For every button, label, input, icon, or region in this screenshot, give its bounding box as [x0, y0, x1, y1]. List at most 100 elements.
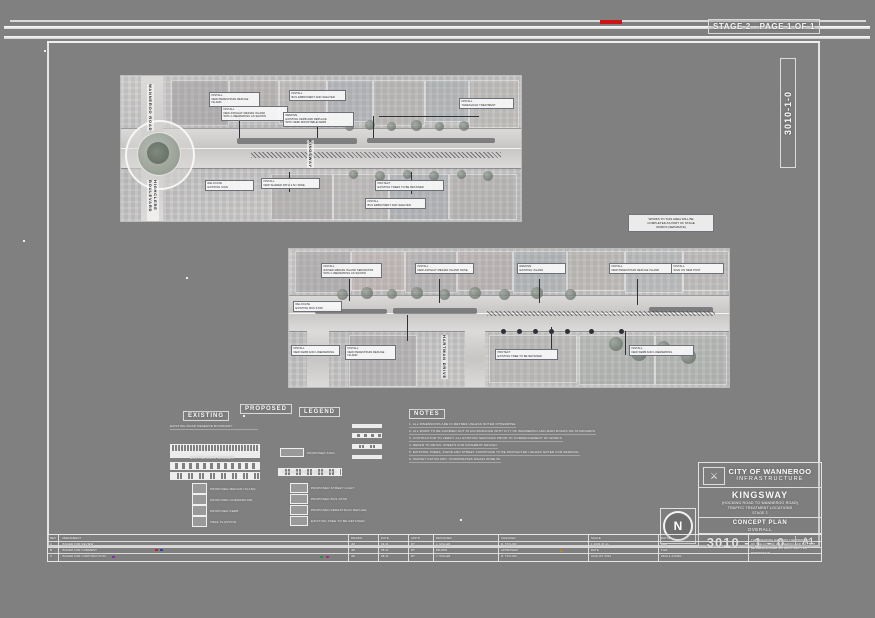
map-callout[interactable]: INSTALL NEW PEDESTRIAN REFUGE ISLAND [209, 92, 260, 107]
map-callout[interactable]: PROTECT EXISTING TREES TO BE RETAINED [375, 180, 444, 191]
legend-item[interactable]: PROPOSED PEDESTRIAN REFUGE [290, 505, 367, 515]
legend-item[interactable]: TREE PLANTING [192, 516, 236, 527]
map-callout[interactable]: INSTALL NEW KERB AND LINEMARKING [291, 345, 340, 356]
map-callout[interactable]: INSTALL NEW ASPHALT MEDIAN ISLAND NOSE [415, 263, 474, 274]
legend-symbol-box-outline [192, 516, 207, 527]
north-arrow-icon: N [660, 508, 696, 544]
legend-item-label: EXISTING TREE TO BE RETAINED [311, 519, 365, 523]
drawing-number: 3010 - 1 - 0 [706, 535, 786, 550]
side-road [465, 331, 485, 387]
tree [565, 289, 576, 300]
legend-item[interactable] [352, 424, 382, 428]
tree [365, 120, 375, 130]
median-island [315, 309, 387, 314]
strip-divider [48, 541, 821, 542]
legend-item[interactable]: PROPOSED LINEMARKING [192, 494, 253, 505]
tree [499, 289, 510, 300]
disclaimer-text: THIS DRAWING REMAINS THE PROPERTY OF THE… [751, 538, 816, 555]
map-callout[interactable]: INSTALL NEW PEDESTRIAN REFUGE ISLAND [345, 345, 396, 360]
lower-aerial-plan[interactable]: INSTALL RAISED MEDIAN ISLAND SEPARATOR W… [288, 248, 730, 388]
road-kerb-north [121, 128, 521, 129]
map-callout[interactable]: RELOCATE EXISTING BUS STOP [293, 301, 342, 312]
note-item: 1. ALL DIMENSIONS ARE IN METRES UNLESS N… [409, 422, 517, 428]
field-label: DRAWN [436, 548, 448, 552]
callout-leader [625, 331, 626, 355]
existing-block-caption: EXISTING ROAD RESERVE BOUNDARY [170, 424, 258, 430]
revision-row-date: 03.21 [381, 542, 389, 546]
legend-item-label: TREE PLANTING [210, 519, 237, 524]
map-callout[interactable]: RELOCATE EXISTING SIGN [205, 180, 254, 191]
colour-swatch [320, 556, 323, 558]
tree [469, 287, 481, 299]
roundabout-centre [147, 142, 169, 164]
map-callout[interactable]: PROTECT EXISTING TREE TO BE RETAINED [495, 349, 558, 360]
parcel [457, 251, 513, 291]
legend-symbol-chain-band [352, 444, 382, 449]
legend-item[interactable] [170, 462, 268, 470]
legend-item[interactable] [278, 468, 342, 476]
legend-item[interactable] [352, 444, 382, 449]
street-label: KINGSWAY [307, 140, 314, 168]
map-callout[interactable]: INSTALL RAISED MEDIAN ISLAND SEPARATOR W… [321, 263, 382, 278]
map-callout[interactable]: INSTALL NEW PEDESTRIAN REFUGE ISLAND [609, 263, 672, 274]
map-callout[interactable]: INSTALL BUS EMBAYMENT AND SHELTER [289, 90, 346, 101]
legend-symbol-box-outline [290, 483, 308, 493]
legend-symbol-box-outline [290, 505, 308, 515]
refuge-marker [517, 329, 522, 334]
legend-item[interactable] [170, 452, 268, 458]
title-block[interactable]: ⚔ CITY OF WANNEROO INFRASTRUCTURE KINGSW… [698, 462, 822, 550]
title-block-divider [699, 487, 821, 488]
field-value: R. TAYLOR [501, 542, 517, 546]
legend-item[interactable] [352, 433, 382, 438]
legend-item[interactable]: PROPOSED BUS STOP [290, 494, 347, 504]
legend-item[interactable]: EXISTING TREE TO BE RETAINED [290, 516, 365, 526]
revision-row-drawn: JM [351, 542, 356, 546]
title-block-divider [699, 533, 821, 534]
legend-symbol-solid-band [352, 455, 382, 459]
revision-row-approved: RT [411, 542, 415, 546]
note-item: 4. REFER TO DETAIL SHEETS FOR PAVEMENT D… [409, 443, 498, 449]
frame-left [47, 41, 49, 546]
scan-speck [186, 277, 188, 279]
legend-item[interactable]: PROPOSED STREET LIGHT [290, 483, 355, 493]
note-item: 3. CONTRACTOR TO VERIFY ALL EXISTING SER… [409, 436, 563, 442]
callout-leader [379, 116, 479, 117]
map-callout[interactable]: INSTALL NEW SHARED PATH 2.5m WIDE [261, 178, 320, 189]
legend-item-label: PROPOSED BUS STOP [311, 497, 348, 501]
tree [387, 122, 396, 131]
city-crest-icon: ⚔ [703, 467, 725, 485]
legend-item[interactable]: PROPOSED MEDIAN ISLAND [192, 483, 256, 494]
map-callout[interactable]: INSTALL NEW KERB AND LINEMARKING [629, 345, 694, 356]
revision-row-amendment: ISSUED FOR REVIEW [62, 542, 94, 546]
strip-divider [748, 535, 749, 561]
revision-strip[interactable]: REV AMENDMENT DRAWN DATE APP'D A ISSUED … [47, 534, 822, 562]
legend-item[interactable] [170, 472, 268, 480]
field-label: SCALE [591, 536, 601, 540]
field-label: APPROVED [501, 548, 518, 552]
legend-item-label: PROPOSED PATH / SHARED PATH [282, 470, 337, 474]
road-kerb-south [121, 168, 521, 169]
tree [457, 170, 466, 179]
north-arrow-ring: N [663, 511, 693, 541]
legend-item[interactable]: PROPOSED SIGN [280, 448, 335, 457]
tree [361, 287, 373, 299]
legend-item[interactable] [170, 444, 268, 452]
median-island [367, 138, 495, 143]
map-callout[interactable]: INSTALL NEW ASPHALT MEDIAN ISLAND WITH L… [221, 106, 288, 121]
revision-column-header: APP'D [411, 536, 420, 540]
legend-item[interactable]: PROPOSED KERB [192, 505, 239, 516]
map-callout[interactable]: INSTALL SIGN ON NEW POST [671, 263, 724, 274]
map-callout[interactable]: REMOVE EXISTING ISLAND [517, 263, 566, 274]
callout-leader [637, 279, 638, 305]
map-callout[interactable]: REMOVE EXISTING KERB AND REPLACE WITH SE… [283, 112, 354, 127]
map-callout[interactable]: INSTALL BUS EMBAYMENT AND SHELTER [365, 198, 426, 209]
colour-swatch [155, 549, 158, 551]
upper-aerial-plan[interactable]: INSTALL NEW PEDESTRIAN REFUGE ISLAND INS… [120, 75, 522, 222]
map-callout[interactable]: INSTALL THRESHOLD TREATMENT [459, 98, 514, 109]
colour-swatch [560, 550, 563, 552]
callout-leader [551, 327, 552, 353]
callout-leader [239, 110, 240, 138]
legend-item[interactable] [352, 455, 382, 459]
legend-item-label: PROPOSED KERB [210, 508, 239, 513]
